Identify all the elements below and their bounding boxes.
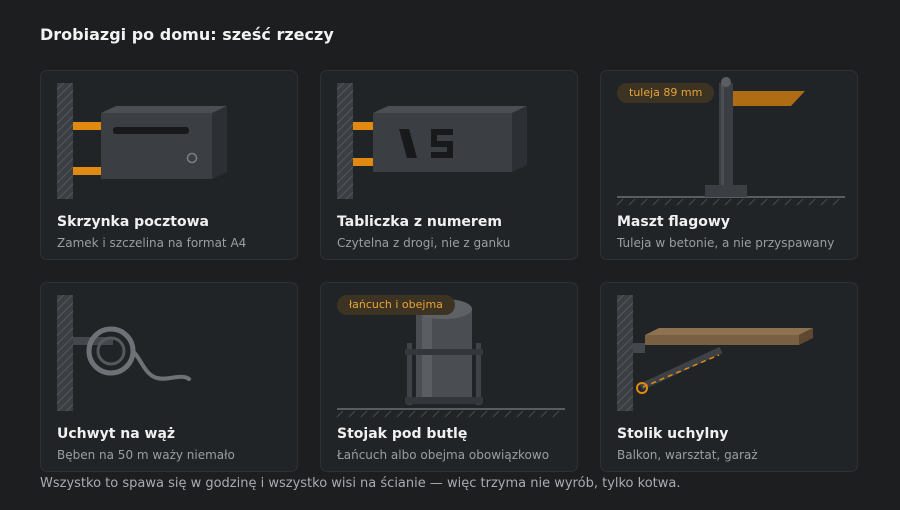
card-title: Maszt flagowy: [617, 214, 730, 230]
page-title: Drobiazgi po domu: sześć rzeczy: [40, 25, 334, 44]
house-number-sign-icon: [337, 83, 527, 199]
cylinder-stand-icon: [336, 299, 565, 418]
card-title: Skrzynka pocztowa: [57, 214, 209, 230]
card-cylinder-stand[interactable]: łańcuch i obejma Stojak pod butlę Łańcuc…: [320, 282, 578, 472]
card-title: Uchwyt na wąż: [57, 426, 176, 442]
cylinder-stand-badge: łańcuch i obejma: [337, 295, 455, 315]
card-title: Tabliczka z numerem: [337, 214, 502, 230]
card-house-number[interactable]: Tabliczka z numerem Czytelna z drogi, ni…: [320, 70, 578, 260]
card-folding-table[interactable]: Stolik uchylny Balkon, warsztat, garaż: [600, 282, 858, 472]
card-subtitle: Zamek i szczelina na format A4: [57, 236, 247, 250]
folding-table-icon: [617, 295, 813, 411]
card-subtitle: Balkon, warsztat, garaż: [617, 448, 758, 462]
flagpole-icon: [616, 77, 845, 206]
card-subtitle: Bęben na 50 m waży niemało: [57, 448, 235, 462]
card-flagpole[interactable]: tuleja 89 mm Maszt flagowy Tuleja w beto…: [600, 70, 858, 260]
card-subtitle: Tuleja w betonie, a nie przyspawany: [617, 236, 835, 250]
footer-note: Wszystko to spawa się w godzinę i wszyst…: [40, 476, 681, 491]
card-hose-holder[interactable]: Uchwyt na wąż Bęben na 50 m waży niemało: [40, 282, 298, 472]
card-title: Stolik uchylny: [617, 426, 729, 442]
flagpole-badge: tuleja 89 mm: [617, 83, 715, 103]
card-subtitle: Łańcuch albo obejma obowiązkowo: [337, 448, 550, 462]
mailbox-icon: [57, 83, 227, 199]
card-title: Stojak pod butlę: [337, 426, 468, 442]
hose-holder-icon: [57, 295, 191, 411]
card-subtitle: Czytelna z drogi, nie z ganku: [337, 236, 511, 250]
card-mailbox[interactable]: Skrzynka pocztowa Zamek i szczelina na f…: [40, 70, 298, 260]
